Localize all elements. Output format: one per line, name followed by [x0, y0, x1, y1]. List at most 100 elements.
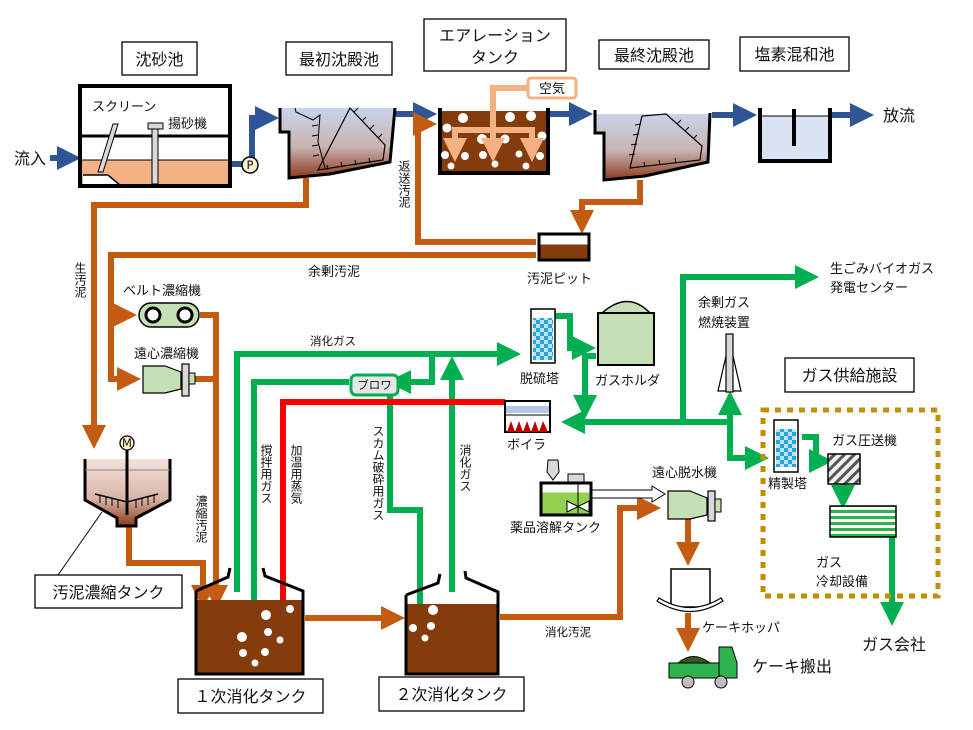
screen-label: スクリーン — [92, 100, 156, 115]
primary-settling-tank — [278, 106, 397, 180]
chemical-dissolving-tank: 薬品溶解タンク — [510, 459, 601, 536]
sludge-flow-lines — [82, 112, 700, 652]
secondary-digestion-tank-title-text: ２次消化タンク — [395, 685, 507, 704]
cake-hopper-label: ケーキホッパ — [702, 621, 780, 636]
desulfurizer-label: 脱硫塔 — [520, 372, 559, 387]
gas-supply-facility-title: ガス供給施設 — [784, 357, 915, 393]
centrifugal-dewaterer-icon — [667, 490, 708, 520]
refining-tower-label: 精製塔 — [768, 477, 807, 492]
raw-sludge-label: 生汚泥 — [73, 262, 87, 298]
air-label: 空気 — [539, 81, 565, 97]
secondary-digestion-tank-title: ２次消化タンク — [378, 676, 525, 712]
centrifugal-thickener: 遠心濃縮機 — [134, 346, 199, 397]
digestion-gas-label: 消化ガス — [310, 334, 356, 348]
gas-company-label: ガス会社 — [862, 635, 926, 654]
chlorine-mixing-tank — [758, 108, 832, 163]
belt-thickener: ベルト濃縮機 — [123, 283, 201, 328]
gas-compressor: ガス圧送機 — [827, 434, 897, 485]
chemical-tank-label: 薬品溶解タンク — [510, 521, 601, 536]
scum-breaking-gas-line — [387, 392, 432, 639]
centrifugal-dewaterer-label: 遠心脱水機 — [652, 466, 717, 481]
blower: ブロワ — [349, 373, 400, 397]
motor-icon — [119, 435, 135, 451]
digested-sludge-line — [500, 496, 661, 620]
discharge-label: 放流 — [883, 106, 915, 125]
gas-holder-label: ガスホルダ — [595, 374, 660, 389]
cake-truck-icon — [668, 646, 738, 689]
gas-holder: ガスホルダ — [595, 300, 660, 389]
return-sludge-line — [413, 112, 536, 245]
flare-label-line2: 燃焼装置 — [698, 315, 750, 331]
grit-lifter-icon — [147, 122, 164, 130]
raw-sludge-line — [82, 178, 309, 449]
final-settling-tank — [593, 110, 712, 182]
return-sludge-label: 返送汚泥 — [397, 160, 411, 208]
heating-steam-label: 加温用蒸気 — [289, 444, 303, 505]
biogas-center-label-line1: 生ごみバイオガス — [830, 261, 934, 277]
boiler: ボイラ — [504, 400, 551, 453]
final-settling-to-pit-line — [570, 180, 643, 234]
refining-to-compressor-line — [802, 434, 833, 473]
mixing-gas-label: 撹拌用ガス — [259, 444, 273, 504]
gas-cooler-label-line2: 冷却設備 — [816, 574, 868, 590]
primary-digestion-tank-title: １次消化タンク — [177, 678, 324, 714]
grit-chamber: スクリーン 揚砂機 — [78, 84, 232, 188]
gas-to-blower-line — [387, 354, 435, 394]
pump: P — [241, 156, 259, 174]
grit-lifter-label: 揚砂機 — [168, 116, 207, 132]
aeration-tank-title-line2: タンク — [471, 48, 519, 67]
sludge-thickening-tank-title: 汚泥濃縮タンク — [34, 574, 183, 609]
desulfurizer-to-holder-line — [546, 313, 596, 360]
centrifugal-dewaterer: 遠心脱水機 — [652, 466, 722, 522]
gas-supply-facility-boundary — [760, 407, 941, 599]
blower-label: ブロワ — [357, 378, 392, 392]
pump-label: P — [247, 158, 254, 172]
digested-sludge-label: 消化汚泥 — [545, 625, 591, 639]
digestion-gas-main-line — [234, 342, 521, 592]
gas-cooler-icon — [829, 505, 897, 538]
sludge-pit: 汚泥ピット — [527, 232, 592, 287]
flare-stack-icon — [717, 333, 742, 393]
aeration-tank-title: エアレーション タンク — [423, 18, 567, 72]
gas-compressor-icon — [827, 453, 861, 485]
primary-settling-title: 最初沈殿池 — [285, 41, 393, 76]
pump-icon — [241, 156, 259, 174]
heating-steam-line — [271, 399, 505, 641]
centrifugal-thickener-icon — [142, 365, 182, 394]
gas-flow-lines — [234, 265, 904, 669]
chlorine-mixing-title: 塩素混和池 — [739, 36, 850, 72]
inflow-label: 流入 — [14, 149, 46, 168]
gas-to-biogas-center-line — [680, 265, 819, 422]
aeration-tank-title-line1: エアレーション — [439, 26, 551, 45]
cake-hopper: ケーキホッパ — [656, 568, 780, 636]
cake-hopper-icon — [670, 568, 711, 608]
primary-digestion-tank-title-text: １次消化タンク — [194, 687, 306, 706]
refining-tower: 精製塔 — [768, 419, 807, 492]
gas-supply-facility-title-text: ガス供給施設 — [801, 366, 897, 385]
blower-icon — [349, 373, 400, 397]
grit-chamber-title-text: 沈砂池 — [135, 50, 183, 69]
centrifugal-thickener-label: 遠心濃縮機 — [134, 346, 199, 362]
gas-cooler: ガス 冷却設備 — [816, 505, 897, 590]
air-source-box — [526, 76, 578, 100]
mixing-gas-line — [242, 379, 349, 669]
biogas-center-label-line2: 発電センター — [830, 281, 908, 296]
aeration-tank: 空気 — [438, 76, 578, 175]
sludge-thickening-tank-title-text: 汚泥濃縮タンク — [52, 583, 164, 602]
secondary-digestion-tank — [404, 570, 500, 676]
chemical-feed-arrow — [591, 485, 666, 503]
belt-thickener-label: ベルト濃縮機 — [123, 283, 201, 299]
motor-label: M — [122, 436, 132, 450]
excess-sludge-label: 余剰汚泥 — [308, 264, 360, 280]
desulfurizer: 脱硫塔 — [520, 308, 559, 387]
chlorine-mixing-title-text: 塩素混和池 — [754, 45, 834, 64]
gas-cooler-label-line1: ガス — [816, 556, 842, 571]
final-settling-title: 最終沈殿池 — [598, 39, 710, 70]
flare-label-line1: 余剰ガス — [698, 295, 750, 311]
digestion-gas-vertical-label: 消化ガス — [458, 444, 472, 492]
sludge-thickening-tank: M — [57, 435, 172, 576]
final-settling-title-text: 最終沈殿池 — [614, 46, 694, 65]
thickened-sludge-label: 濃縮汚泥 — [194, 495, 208, 543]
scum-breaking-gas-label: スカム破砕用ガス — [371, 425, 385, 521]
grit-chamber-title: 沈砂池 — [121, 41, 198, 76]
